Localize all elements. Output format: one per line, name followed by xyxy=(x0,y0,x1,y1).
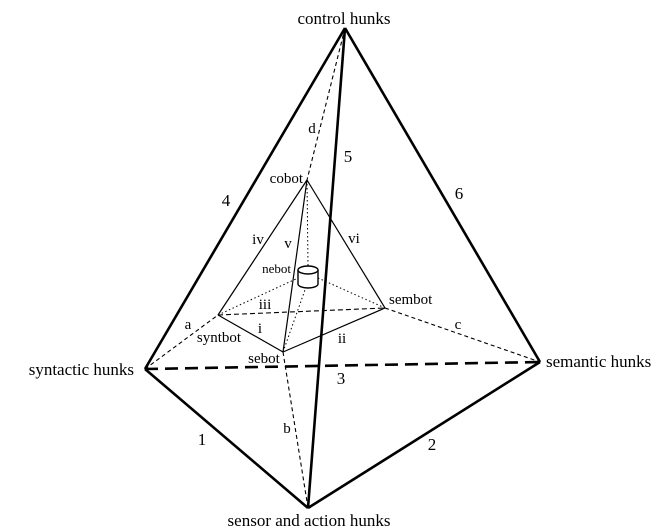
inner-edge-ii-line xyxy=(282,307,386,353)
connector-d-label: d xyxy=(308,121,316,137)
sensor-action-hunks-label: sensor and action hunks xyxy=(228,511,391,530)
edge-6-label: 6 xyxy=(455,184,464,203)
inner-edge-vi-line xyxy=(306,179,386,309)
control-hunks-label: control hunks xyxy=(297,9,390,28)
edge-6-line xyxy=(343,27,542,363)
edge-4-line xyxy=(143,27,347,370)
edge-5-label: 5 xyxy=(344,147,353,166)
inner-edge-i-line xyxy=(217,314,284,353)
inner-edge-vi-label: vi xyxy=(348,231,360,247)
nebot-cylinder-icon xyxy=(297,265,319,289)
inner-edge-ii-label: ii xyxy=(338,331,346,347)
inner-edge-v-line xyxy=(282,179,308,353)
connector-a-line xyxy=(144,314,219,370)
edge-3-line xyxy=(144,360,541,371)
sebot-nebot-line xyxy=(282,286,307,353)
semantic-hunks-label: semantic hunks xyxy=(546,352,651,371)
inner-edge-iii-label: iii xyxy=(259,297,272,313)
inner-tetrahedron xyxy=(217,179,386,353)
sebot-label: sebot xyxy=(248,351,280,367)
syntbot-label: syntbot xyxy=(197,330,242,346)
inner-edge-iv-label: iv xyxy=(252,232,264,248)
inner-edge-iii-line xyxy=(217,307,386,316)
edge-2-line xyxy=(307,360,541,510)
inner-edge-iv-line xyxy=(217,179,308,316)
outer-tetrahedron xyxy=(143,27,542,510)
edge-5-line xyxy=(306,27,347,509)
cobot-nebot-line xyxy=(306,179,309,267)
connector-a-label: a xyxy=(185,317,192,333)
sembot-nebot-line xyxy=(317,277,386,309)
connector-c-line xyxy=(384,307,541,363)
nebot-dotted-edges xyxy=(217,179,386,353)
edge-2-label: 2 xyxy=(428,435,437,454)
connector-c-label: c xyxy=(455,317,462,333)
connector-b-label: b xyxy=(283,421,291,437)
inner-edge-v-label: v xyxy=(284,236,292,252)
connector-b-line xyxy=(282,351,309,509)
nebot-label: nebot xyxy=(262,261,291,276)
edge-4-label: 4 xyxy=(222,191,231,210)
syntactic-hunks-label: syntactic hunks xyxy=(29,360,134,379)
syntbot-nebot-line xyxy=(217,277,299,316)
connector-edges xyxy=(144,27,541,509)
edge-1-line xyxy=(144,368,309,509)
cobot-label: cobot xyxy=(270,171,304,187)
inner-edge-i-label: i xyxy=(258,321,262,337)
connector-d-line xyxy=(306,27,346,181)
edge-3-label: 3 xyxy=(337,369,346,388)
edge-1-label: 1 xyxy=(198,430,207,449)
sembot-label: sembot xyxy=(389,292,433,308)
